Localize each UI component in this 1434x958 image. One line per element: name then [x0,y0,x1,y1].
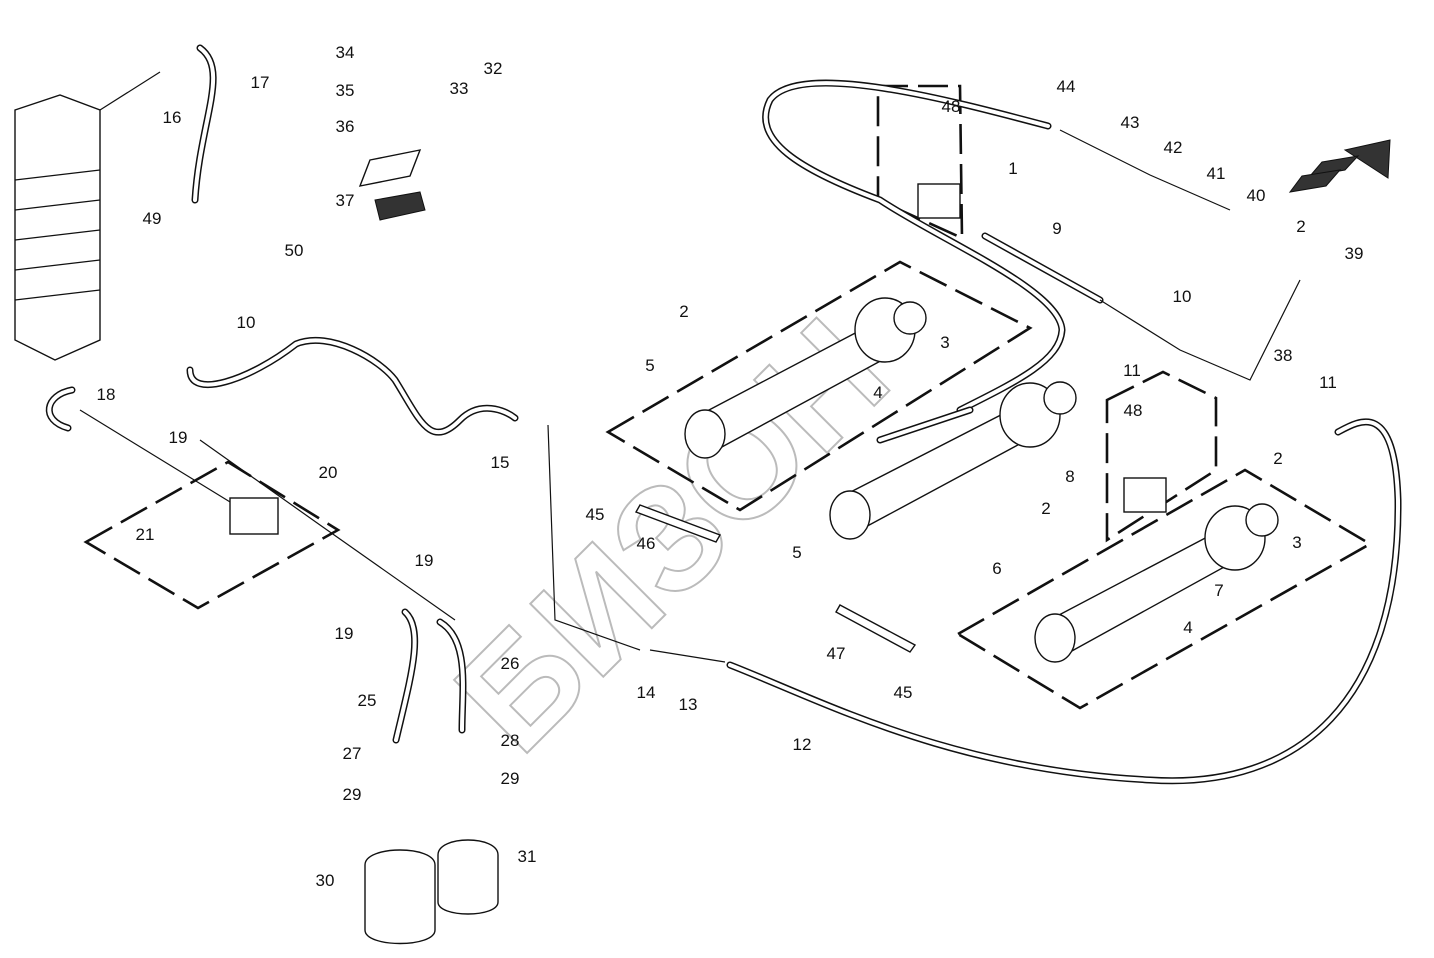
callout-32: 32 [484,59,503,78]
callout-26: 26 [501,654,520,673]
callout-2: 2 [1041,499,1050,518]
callout-2: 2 [1296,217,1305,236]
callout-36: 36 [336,117,355,136]
callout-10: 10 [1173,287,1192,306]
callout-33: 33 [450,79,469,98]
callout-1: 1 [1008,159,1017,178]
callout-43: 43 [1121,113,1140,132]
callout-14: 14 [637,683,656,702]
callout-31: 31 [518,847,537,866]
callout-4: 4 [1183,618,1192,637]
callout-46: 46 [637,534,656,553]
callout-48: 48 [1124,401,1143,420]
callout-47: 47 [827,644,846,663]
cylinders [684,297,1279,663]
callout-3: 3 [1292,533,1301,552]
callout-40: 40 [1247,186,1266,205]
callout-13: 13 [679,695,698,714]
callout-50: 50 [285,241,304,260]
callout-41: 41 [1207,164,1226,183]
callout-25: 25 [358,691,377,710]
dashed-groups [83,84,1373,710]
callout-8: 8 [1065,467,1074,486]
callout-37: 37 [336,191,355,210]
callout-20: 20 [319,463,338,482]
callout-34: 34 [336,43,355,62]
callout-labels: 3435363732331617495010181920211919152526… [97,43,1364,890]
callout-44: 44 [1057,77,1076,96]
callout-21: 21 [136,525,155,544]
pipes [45,44,1402,785]
small-parts [229,139,1391,945]
callout-15: 15 [491,453,510,472]
callout-18: 18 [97,385,116,404]
callout-48: 48 [942,97,961,116]
valve-block [14,94,101,361]
callout-29: 29 [343,785,362,804]
callout-19: 19 [335,624,354,643]
callout-11: 11 [1319,373,1337,392]
callout-17: 17 [251,73,270,92]
callout-19: 19 [169,428,188,447]
callout-5: 5 [792,543,801,562]
callout-12: 12 [793,735,812,754]
callout-3: 3 [940,333,949,352]
callout-49: 49 [143,209,162,228]
callout-7: 7 [1214,581,1223,600]
callout-42: 42 [1164,138,1183,157]
leader-lines [79,71,1301,663]
callout-29: 29 [501,769,520,788]
callout-11: 11 [1123,361,1141,380]
callout-2: 2 [679,302,688,321]
callout-45: 45 [894,683,913,702]
callout-39: 39 [1345,244,1364,263]
callout-38: 38 [1274,346,1293,365]
callout-4: 4 [873,383,882,402]
callout-19: 19 [415,551,434,570]
callout-10: 10 [237,313,256,332]
callout-5: 5 [645,356,654,375]
callout-2: 2 [1273,449,1282,468]
callout-45: 45 [586,505,605,524]
callout-28: 28 [501,731,520,750]
callout-16: 16 [163,108,182,127]
callout-6: 6 [992,559,1001,578]
callout-27: 27 [343,744,362,763]
callout-9: 9 [1052,219,1061,238]
callout-30: 30 [316,871,335,890]
callout-35: 35 [336,81,355,100]
